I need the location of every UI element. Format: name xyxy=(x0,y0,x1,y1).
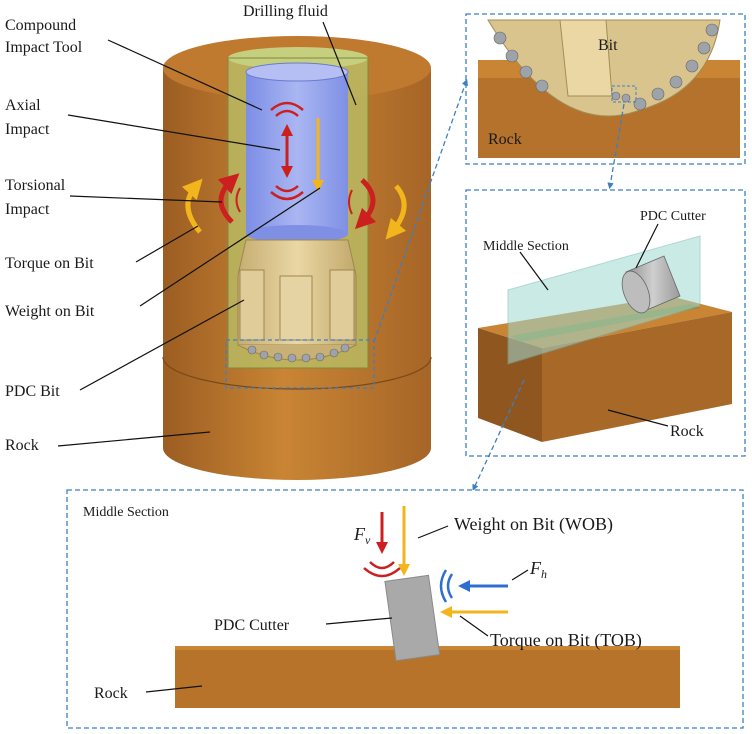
label-fv: Fv xyxy=(353,524,371,547)
label-pdc-cutter-section: PDC Cutter xyxy=(214,617,290,634)
label-axial-2: Impact xyxy=(5,121,50,138)
fv-force-symbol xyxy=(363,512,401,578)
torsional-impact-right xyxy=(348,178,407,240)
compound-impact-tool xyxy=(245,62,349,243)
cutter-block-panel xyxy=(465,189,746,457)
bit-zoom-panel xyxy=(465,13,746,165)
label-fh: Fh xyxy=(529,558,547,581)
label-rock-zoom: Rock xyxy=(488,131,522,148)
leader-lines-main xyxy=(57,21,357,447)
leader-lines-section xyxy=(145,525,529,693)
label-bit: Bit xyxy=(598,37,618,54)
label-pdc-bit: PDC Bit xyxy=(5,383,60,400)
label-drilling-fluid: Drilling fluid xyxy=(243,3,328,20)
label-middle-section-zoom: Middle Section xyxy=(483,239,569,254)
pdc-bit-body xyxy=(237,239,357,363)
label-compound-2: Impact Tool xyxy=(5,39,83,56)
label-axial-1: Axial xyxy=(5,97,41,114)
fh-force-symbol xyxy=(439,569,508,603)
label-rock-section: Rock xyxy=(94,685,128,702)
label-compound-1: Compound xyxy=(5,17,76,34)
zoom-source-box xyxy=(225,339,375,389)
fv-subscript: v xyxy=(365,533,371,547)
fh-symbol: F xyxy=(529,558,542,578)
label-weight-on-bit: Weight on Bit xyxy=(5,303,95,320)
fh-subscript: h xyxy=(541,567,547,581)
label-torsional-1: Torsional xyxy=(5,177,66,194)
label-torsional-2: Impact xyxy=(5,201,50,218)
torsional-impact-left xyxy=(181,173,241,234)
zoom-connectors xyxy=(373,78,625,491)
label-tob: Torque on Bit (TOB) xyxy=(490,630,642,651)
label-wob: Weight on Bit (WOB) xyxy=(454,514,613,535)
fv-symbol: F xyxy=(353,524,366,544)
label-middle-section-title: Middle Section xyxy=(83,505,169,520)
pdc-cutter-section xyxy=(384,574,441,662)
label-pdc-cutter-zoom: PDC Cutter xyxy=(640,209,706,224)
label-rock-block: Rock xyxy=(670,423,704,440)
label-torque-on-bit: Torque on Bit xyxy=(5,255,94,272)
axial-impact-symbol xyxy=(270,101,304,201)
leader-lines-block xyxy=(519,223,669,427)
label-rock-main: Rock xyxy=(5,437,39,454)
